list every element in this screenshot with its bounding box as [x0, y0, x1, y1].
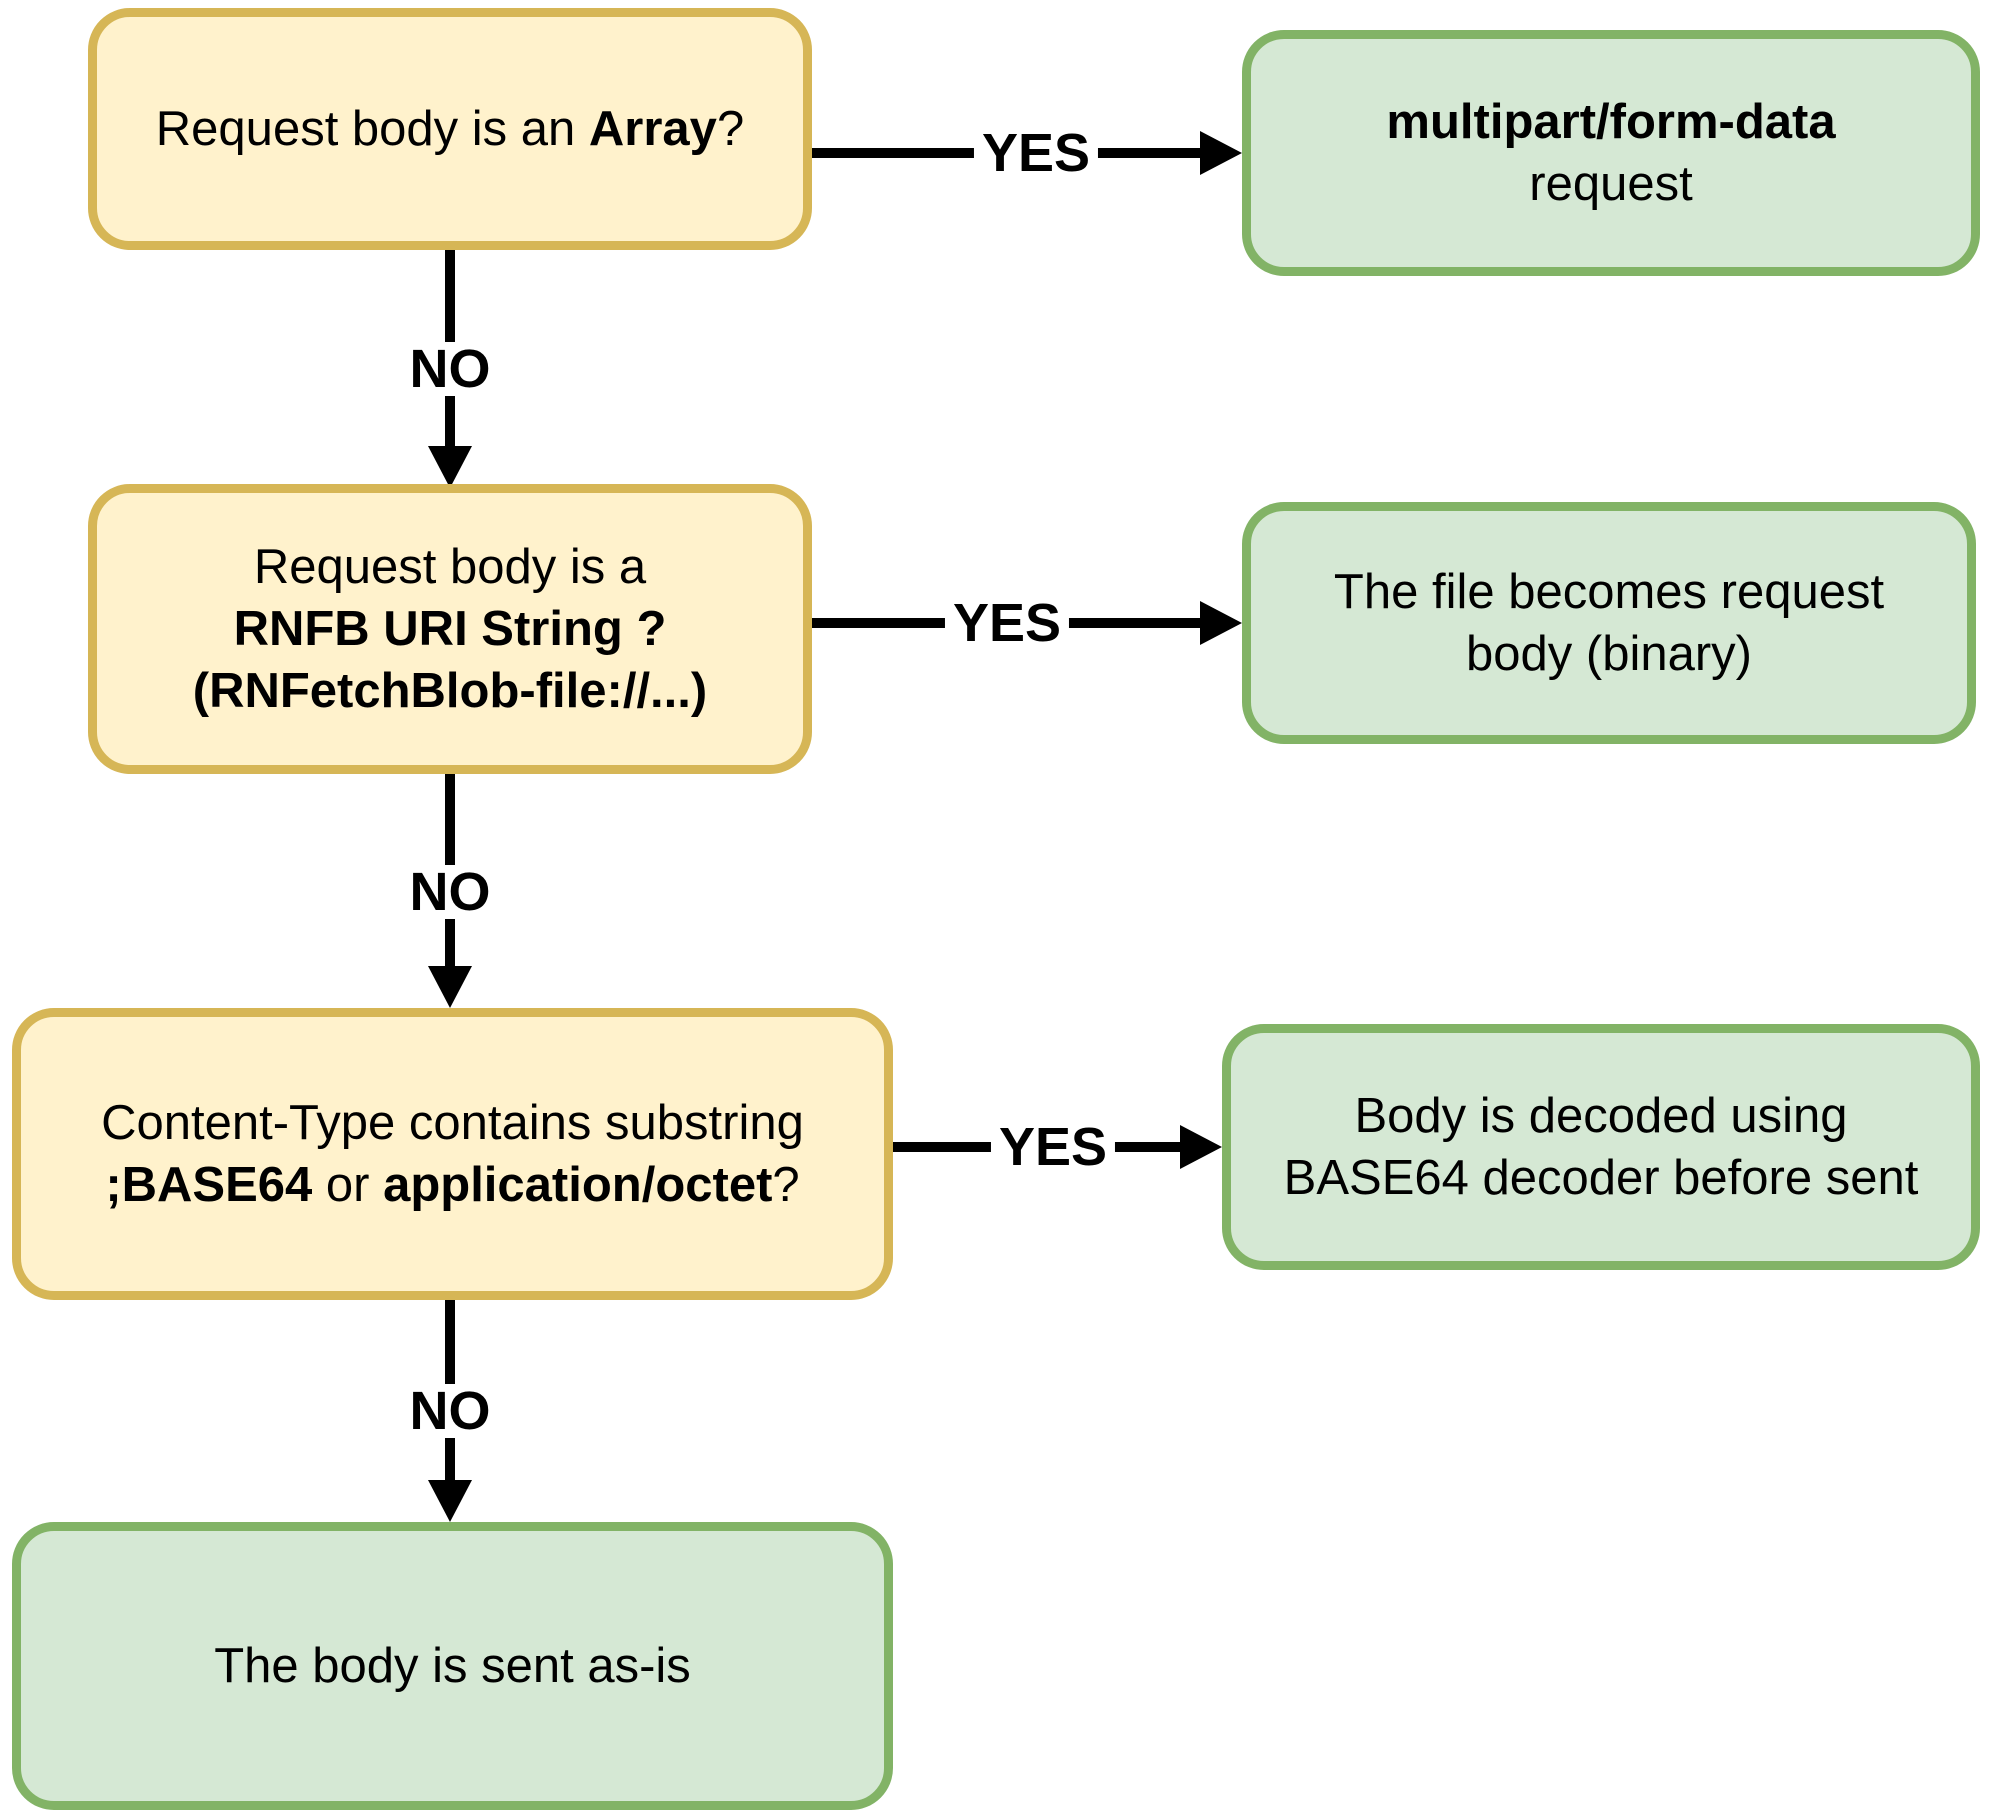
yes-label: YES [973, 126, 1099, 180]
decision-node-rnfb-uri-string: Request body is a RNFB URI String ? (RNF… [88, 484, 812, 774]
text-segment-bold: application/octet [383, 1158, 773, 1212]
node-text-line: ;BASE64 or application/octet? [101, 1154, 804, 1216]
result-node-multipart-form-data: multipart/form-data request [1242, 30, 1980, 276]
node-text: Content-Type contains substring ;BASE64 … [101, 1092, 804, 1216]
node-text-line: RNFB URI String ? [233, 601, 667, 656]
text-segment-bold: Array [588, 101, 717, 156]
text-segment: Request body is an [155, 101, 589, 156]
yes-label: YES [944, 596, 1070, 650]
decision-node-content-type-base64: Content-Type contains substring ;BASE64 … [12, 1008, 893, 1300]
node-text-line: request [1529, 157, 1693, 211]
arrowhead-right-icon [1200, 601, 1242, 645]
node-text-line: Request body is an Array? [156, 98, 744, 160]
node-text-line: Content-Type contains substring [101, 1095, 804, 1150]
text-segment: or [312, 1158, 384, 1212]
node-text: The body is sent as-is [214, 1635, 691, 1697]
node-text: The file becomes request body (binary) [1334, 561, 1884, 685]
node-text-line: The body is sent as-is [214, 1638, 691, 1693]
result-node-body-sent-as-is: The body is sent as-is [12, 1522, 893, 1810]
node-text-line: multipart/form-data [1386, 94, 1836, 149]
node-text-line: BASE64 decoder before sent [1283, 1151, 1919, 1205]
result-node-base64-decoded: Body is decoded using BASE64 decoder bef… [1222, 1024, 1980, 1270]
text-segment: ? [716, 101, 745, 156]
arrowhead-right-icon [1180, 1125, 1222, 1169]
decision-node-request-body-array: Request body is an Array? [88, 8, 812, 250]
node-text: Request body is a RNFB URI String ? (RNF… [193, 536, 707, 723]
result-node-file-becomes-body: The file becomes request body (binary) [1242, 502, 1976, 744]
no-label: NO [401, 342, 499, 396]
yes-label: YES [990, 1120, 1116, 1174]
node-text: Request body is an Array? [156, 98, 744, 160]
node-text: Body is decoded using BASE64 decoder bef… [1284, 1085, 1919, 1209]
node-text-line: body (binary) [1466, 627, 1752, 681]
text-segment: ? [772, 1158, 800, 1212]
arrowhead-down-icon [428, 446, 472, 488]
node-text-line: Body is decoded using [1354, 1088, 1848, 1143]
no-label: NO [401, 865, 499, 919]
node-text-line: The file becomes request [1333, 564, 1885, 619]
arrowhead-right-icon [1200, 131, 1242, 175]
node-text: multipart/form-data request [1386, 91, 1835, 215]
arrowhead-down-icon [428, 966, 472, 1008]
arrowhead-down-icon [428, 1480, 472, 1522]
text-segment-bold: ;BASE64 [105, 1158, 313, 1212]
node-text-line: (RNFetchBlob-file://...) [192, 664, 708, 719]
no-label: NO [401, 1384, 499, 1438]
node-text-line: Request body is a [253, 539, 647, 594]
